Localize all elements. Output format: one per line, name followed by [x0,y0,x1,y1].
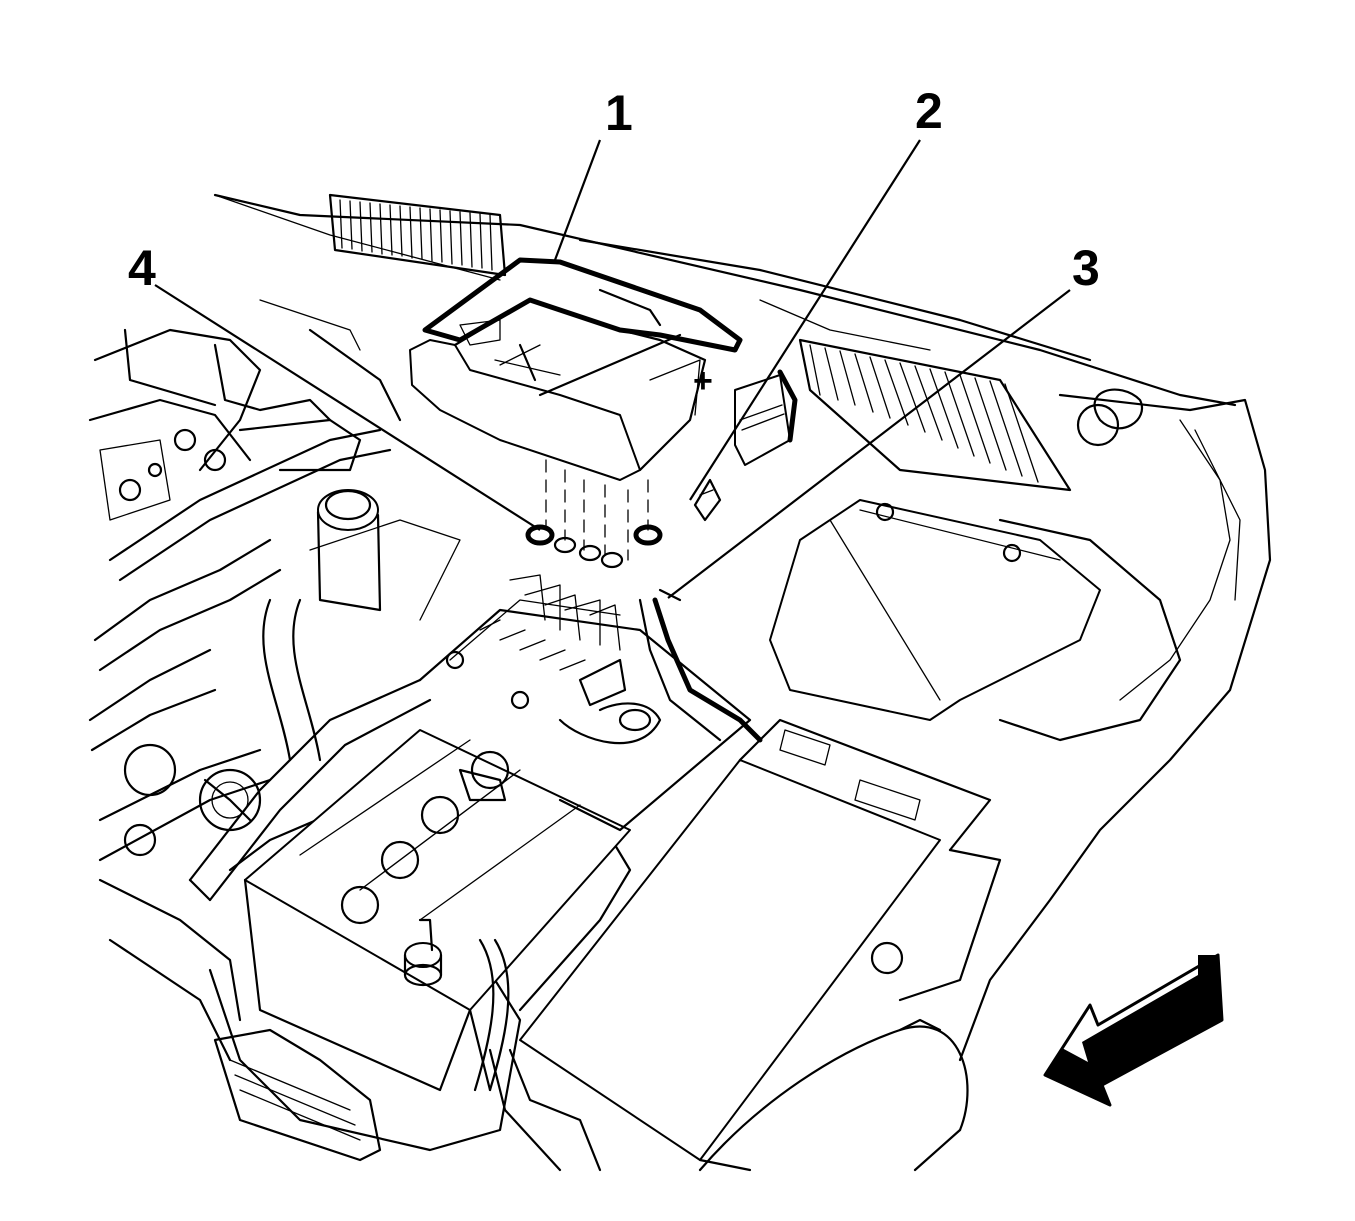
callout-3: 3 [1072,240,1100,296]
wiring-harness [638,588,763,743]
leader-1 [553,139,602,261]
front-direction-arrow-icon [1043,953,1224,1107]
fuse-box-panel [488,718,1002,1172]
cowl-and-body-outline [213,193,1272,1062]
leader-2 [689,139,921,501]
cowl-grille-slats-left [339,199,493,271]
fastener-group [509,459,663,651]
cover-plus-marking: + [693,362,713,400]
battery-cover: + [409,257,743,481]
junction-block [418,599,752,832]
callout-2: 2 [915,83,943,139]
leader-4 [154,284,541,531]
heater-hose [188,678,432,902]
callout-4: 4 [128,240,156,296]
retainer-clip [693,369,798,522]
leader-3 [667,289,1071,599]
callout-leaders [154,139,1071,599]
callout-labels: 1 2 3 4 [128,83,1100,296]
engine-compartment-left [88,299,461,1062]
battery-assembly [208,729,632,1162]
cowl-grille-slats-right [809,344,1039,483]
callout-1: 1 [605,85,633,141]
